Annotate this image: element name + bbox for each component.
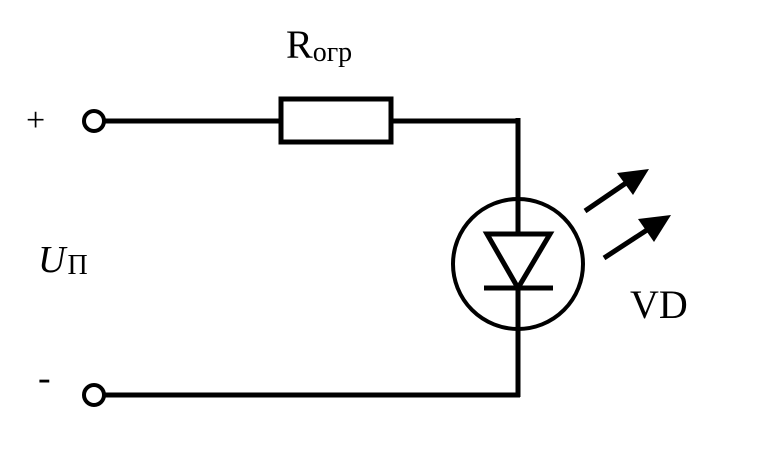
emission-arrow-upper-head [617, 169, 649, 195]
light-emission-arrow-icon [583, 169, 671, 261]
emission-arrow-lower-head [638, 215, 671, 242]
source-voltage-symbol: U [38, 239, 68, 281]
led-label: VD [630, 282, 688, 327]
led-diode-icon [451, 197, 585, 331]
resistor-subscript: огр [313, 37, 352, 68]
source-voltage-subscript: П [67, 250, 87, 281]
terminal-circle-icon[interactable] [82, 109, 106, 133]
diode-triangle [482, 231, 555, 293]
resistor-symbol: R [286, 22, 313, 67]
minus-terminal-label: - [38, 357, 51, 399]
emission-arrow-lower-shaft [602, 227, 649, 261]
source-voltage-label: UП [38, 239, 88, 281]
resistor-icon [278, 96, 394, 145]
plus-terminal-label: + [26, 102, 45, 139]
emission-arrow-upper-shaft [583, 180, 628, 214]
led-body-circle [451, 197, 585, 331]
resistor-label: Rогр [286, 22, 352, 68]
terminal-circle-icon[interactable] [82, 383, 106, 407]
